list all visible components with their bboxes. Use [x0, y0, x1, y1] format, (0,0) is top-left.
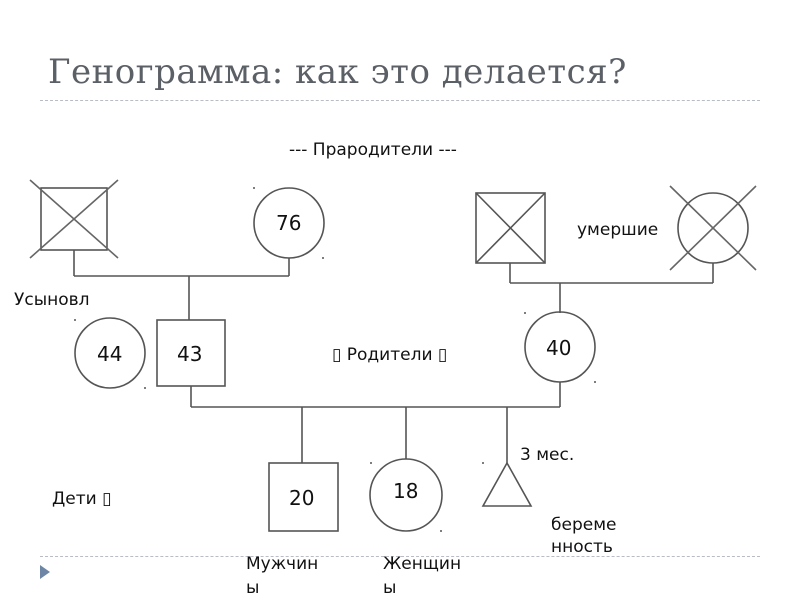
adopted-label: Усыновл [14, 290, 90, 310]
dot-mark [594, 381, 596, 383]
dot-mark [144, 387, 146, 389]
title-divider [40, 100, 760, 101]
age-76: 76 [276, 211, 302, 235]
grandmother-deceased-cross [669, 185, 757, 271]
grandfather-maternal-cross [475, 192, 546, 264]
footer-divider [40, 556, 760, 557]
dot-mark [370, 462, 372, 464]
dot-mark [322, 257, 324, 259]
grandfather-deceased-cross [29, 179, 119, 259]
grandparents-label: --- Прародители --- [289, 140, 457, 160]
age-20: 20 [289, 486, 315, 510]
dot-mark [253, 187, 255, 189]
dot-mark [482, 462, 484, 464]
slide-title: Генограмма: как это делается? [48, 52, 627, 92]
age-40: 40 [546, 336, 572, 360]
women-label: Женщин ы [383, 554, 462, 598]
dot-mark [74, 319, 76, 321]
months-label: 3 мес. [520, 445, 575, 465]
deceased-label: умершие [577, 220, 659, 240]
dot-mark [440, 530, 442, 532]
age-43: 43 [177, 342, 203, 366]
age-18: 18 [393, 479, 419, 503]
adoptive-mother-circle [74, 317, 146, 389]
pregnancy-label: береме нность [551, 515, 617, 557]
slide-arrow-icon [40, 565, 50, 579]
daughter-circle [369, 458, 443, 532]
son-square [268, 462, 339, 532]
men-label: Мужчин ы [246, 554, 319, 598]
parents-label: ▯ Родители ▯ [332, 345, 448, 365]
children-label: Дети ▯ [52, 489, 112, 509]
pregnancy-triangle [481, 461, 533, 507]
dot-mark [524, 312, 526, 314]
age-44: 44 [97, 342, 123, 366]
